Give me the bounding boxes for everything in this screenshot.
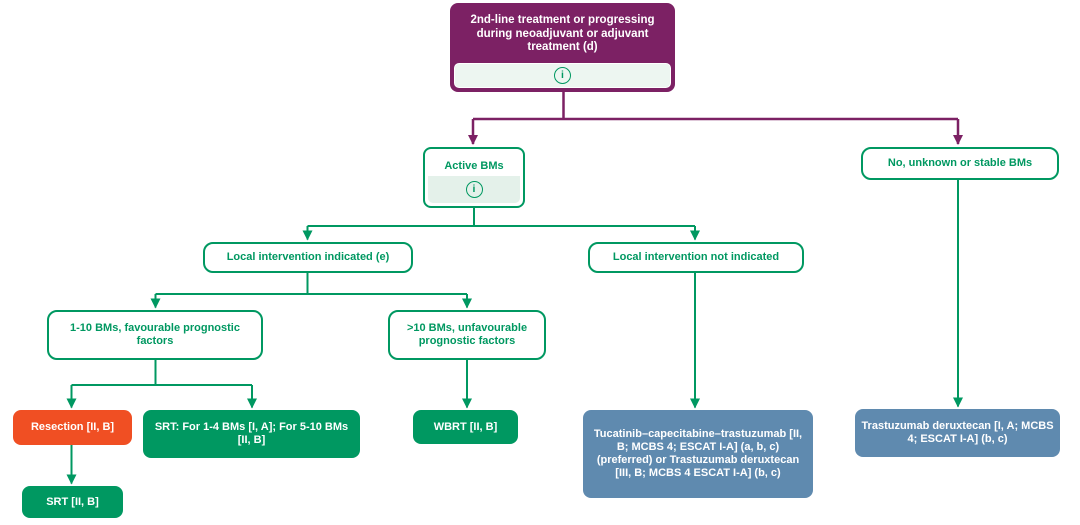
node-trastuzumab-deruxtecan-label: Trastuzumab deruxtecan [I, A; MCBS 4; ES… xyxy=(861,420,1054,445)
node-srt-after-resection: SRT [II, B] xyxy=(22,486,123,518)
node-1-10-bms-favourable: 1-10 BMs, favourable prognostic factors xyxy=(47,310,263,360)
connector-root-split xyxy=(468,91,963,145)
node-local-intervention-not-indicated-label: Local intervention not indicated xyxy=(612,251,780,264)
node-resection: Resection [II, B] xyxy=(13,410,132,445)
node-over-10-bms-unfavourable-label: >10 BMs, unfavourable prognostic factors xyxy=(406,322,528,347)
node-tucatinib-combo-label: Tucatinib–capecitabine–trastuzumab [II, … xyxy=(593,428,803,479)
node-local-intervention-not-indicated: Local intervention not indicated xyxy=(588,242,804,273)
node-active-bms-label: Active BMs xyxy=(444,160,504,172)
node-1-10-bms-favourable-label: 1-10 BMs, favourable prognostic factors xyxy=(70,322,240,347)
node-active-bms: Active BMs i xyxy=(423,147,525,208)
node-root-info-strip: i xyxy=(454,63,671,88)
node-srt-1-4-bms-label: SRT: For 1-4 BMs [I, A]; For 5-10 BMs [I… xyxy=(154,421,349,446)
node-tucatinib-combo: Tucatinib–capecitabine–trastuzumab [II, … xyxy=(583,410,813,498)
node-trastuzumab-deruxtecan: Trastuzumab deruxtecan [I, A; MCBS 4; ES… xyxy=(855,409,1060,457)
info-icon[interactable]: i xyxy=(554,67,571,84)
node-wbrt-label: WBRT [II, B] xyxy=(433,420,498,433)
node-local-intervention-indicated-label: Local intervention indicated (e) xyxy=(226,251,390,264)
info-icon[interactable]: i xyxy=(465,181,483,198)
node-over-10-bms-unfavourable: >10 BMs, unfavourable prognostic factors xyxy=(388,310,546,360)
node-wbrt: WBRT [II, B] xyxy=(413,410,518,444)
node-srt-after-resection-label: SRT [II, B] xyxy=(46,495,99,508)
node-root: 2nd-line treatment or progressing during… xyxy=(450,3,675,92)
node-active-bms-info-strip: i xyxy=(428,176,520,203)
node-local-intervention-indicated: Local intervention indicated (e) xyxy=(203,242,413,273)
node-resection-label: Resection [II, B] xyxy=(30,421,115,434)
node-stable-bms-label: No, unknown or stable BMs xyxy=(887,157,1033,170)
node-root-label: 2nd-line treatment or progressing during… xyxy=(470,14,655,54)
node-stable-bms: No, unknown or stable BMs xyxy=(861,147,1059,180)
node-srt-1-4-bms: SRT: For 1-4 BMs [I, A]; For 5-10 BMs [I… xyxy=(143,410,360,458)
